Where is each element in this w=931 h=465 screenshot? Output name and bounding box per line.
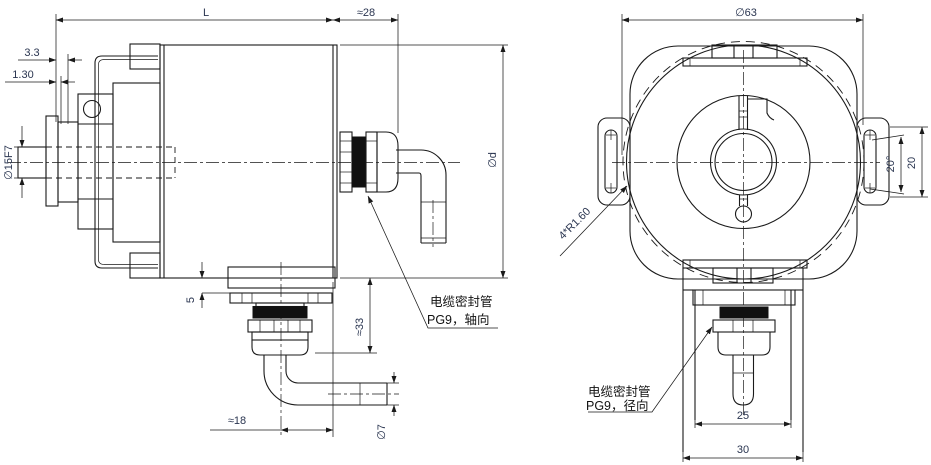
dim-boss-label: 5: [185, 297, 197, 303]
pin-hole: [82, 99, 102, 119]
dim-boss: 5: [185, 262, 232, 308]
dim-gland-height: ≈33: [315, 277, 377, 354]
dim-bracket-inner: 25: [694, 410, 792, 428]
dim-fillet-label: 4*R1.60: [557, 206, 594, 243]
radial-cable: [263, 355, 388, 406]
radial-cable-gland-side: [227, 266, 336, 356]
dim-gland-depth: ≈28: [332, 7, 399, 133]
dim-slot-angle: 20°: [869, 134, 905, 195]
dim-step1-label: 3.3: [24, 47, 39, 59]
dim-body-dia-label: ∅d: [487, 152, 499, 168]
left-mounting-tab: [597, 117, 631, 206]
dim-bracket-outer-label: 30: [737, 444, 749, 456]
dim-bracket-inner-label: 25: [737, 410, 749, 422]
dim-length-label: L: [203, 7, 209, 19]
front-view: ∅63 20° 20 4*R1.60 25: [557, 7, 928, 462]
clamp-spring-sheet: [94, 55, 158, 269]
dim-step2-label: 1.30: [12, 69, 33, 81]
dim-fillet: 4*R1.60: [557, 185, 628, 257]
dim-length: L: [55, 7, 334, 122]
bottom-tab: [682, 259, 808, 284]
shaft-bore: [714, 132, 773, 192]
radial-gland-note: 电缆密封管 PG9，径向: [586, 326, 713, 413]
dim-gland-offset-label: ≈18: [228, 415, 246, 427]
seal-ring: [252, 306, 308, 319]
centerlines-side: [8, 162, 460, 437]
dim-shaft: ∅15F7: [3, 126, 44, 198]
dim-tab-label: 20: [906, 157, 918, 169]
dim-tab: 20: [890, 126, 928, 198]
radial-cable-gland-front: [692, 289, 796, 406]
axial-cable: [396, 149, 447, 244]
axial-note-line1: 电缆密封管: [430, 294, 493, 309]
dim-gland-height-label: ≈33: [354, 318, 366, 336]
dim-shaft-label: ∅15F7: [3, 145, 15, 180]
top-tab: [682, 44, 808, 67]
shaft-hub: [676, 94, 811, 230]
dim-cable-dia-label: ∅7: [376, 424, 388, 440]
radial-note-line2: PG9，径向: [586, 398, 649, 413]
axial-note-line2: PG9，轴向: [427, 312, 490, 327]
dim-body-dia: ∅d: [340, 44, 508, 279]
dim-outer-dia-label: ∅63: [735, 7, 757, 19]
right-mounting-tab: [856, 117, 890, 206]
dim-gland-offset: ≈18: [210, 282, 334, 437]
cable-tip: [732, 393, 755, 406]
clamp-notch: [748, 98, 775, 121]
dim-step2: 1.30: [5, 69, 75, 124]
dim-cable-dia: ∅7: [376, 372, 399, 440]
encoder-body-side: [129, 43, 338, 279]
dim-outer-dia: ∅63: [621, 7, 864, 155]
bottom-bracket: [682, 268, 804, 452]
dim-bracket-outer: 30: [682, 444, 804, 462]
dim-step1: 3.3: [18, 47, 82, 124]
clamp-screw: [734, 205, 753, 223]
dim-slot-angle-label: 20°: [885, 156, 897, 173]
axial-cable-gland: [339, 131, 399, 193]
seal-ring: [351, 136, 367, 188]
radial-note-line1: 电缆密封管: [588, 384, 651, 399]
dim-gland-depth-label: ≈28: [357, 7, 375, 19]
side-view: L ≈28 3.3 1.30 ∅15F7: [3, 7, 508, 440]
seal-ring: [719, 306, 769, 319]
axial-gland-note: 电缆密封管 PG9，轴向: [367, 195, 498, 329]
